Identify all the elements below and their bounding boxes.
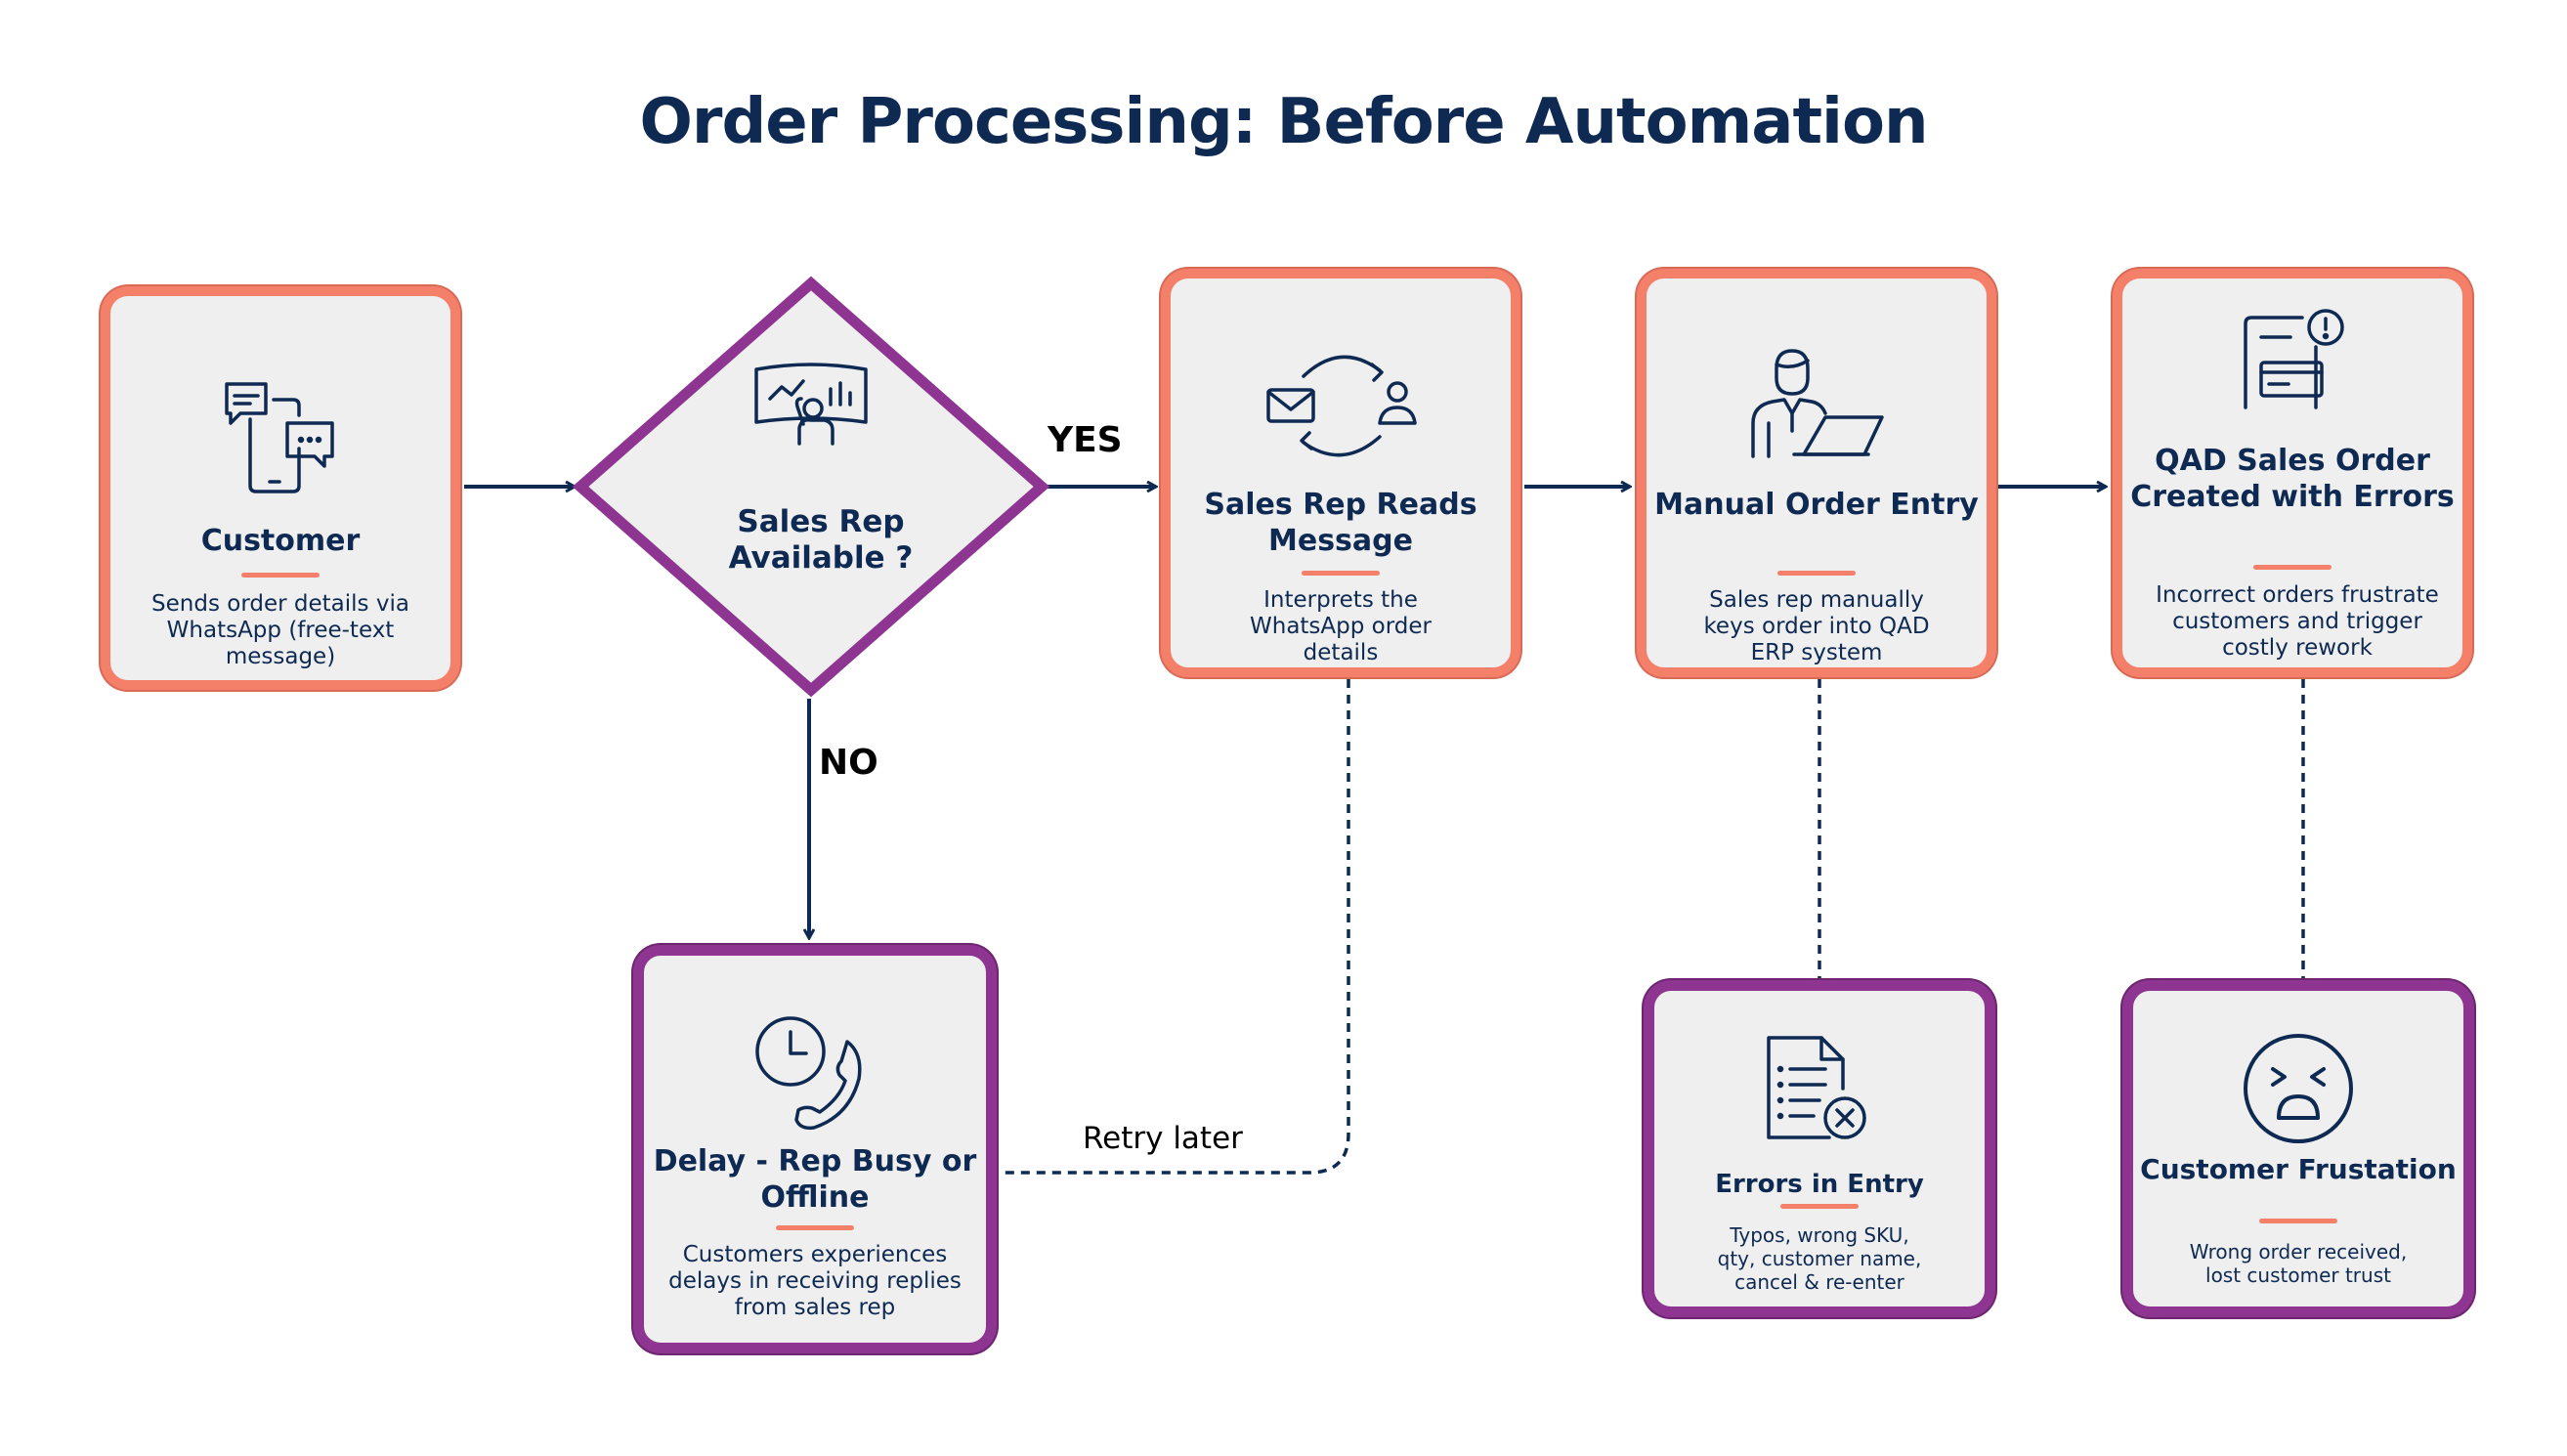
delay-title: Delay - Rep Busy or Offline: [653, 1144, 977, 1215]
chat-phone-icon: [225, 382, 334, 493]
reads-title: Sales Rep Reads Message: [1204, 488, 1477, 558]
angry-face-icon: [2244, 1034, 2353, 1143]
manual-desc: Sales rep manually keys order into QAD E…: [1703, 587, 1930, 665]
reads-desc: Interprets the WhatsApp order details: [1250, 587, 1432, 665]
manual-node: Manual Order Entry Sales rep manually ke…: [1637, 269, 1996, 677]
errors-separator: [1780, 1204, 1859, 1209]
customer-desc: Sends order details via WhatsApp (free-t…: [151, 591, 409, 669]
delay-node: Delay - Rep Busy or Offline Customers ex…: [633, 945, 997, 1353]
customer-title: Customer: [200, 524, 361, 558]
decision-title: Sales Rep Available ?: [728, 504, 914, 576]
qad-desc: Incorrect orders frustrate customers and…: [2156, 582, 2439, 661]
qad-title: QAD Sales Order Created with Errors: [2130, 444, 2455, 514]
qad-node: QAD Sales Order Created with Errors Inco…: [2113, 269, 2472, 677]
qad-separator: [2253, 565, 2332, 570]
frustration-title: Customer Frustation: [2140, 1153, 2457, 1185]
delay-separator: [776, 1225, 854, 1230]
retry-label: Retry later: [1083, 1121, 1243, 1156]
delay-desc: Customers experiences delays in receivin…: [668, 1242, 962, 1320]
customer-node: Customer Sends order details via WhatsAp…: [101, 286, 460, 690]
clock-phone-icon: [755, 1016, 862, 1131]
no-label: NO: [819, 743, 878, 783]
frustration-node: Customer Frustation Wrong order received…: [2122, 980, 2474, 1317]
manual-title: Manual Order Entry: [1654, 488, 1979, 522]
frustration-separator: [2259, 1219, 2337, 1223]
reads-separator: [1302, 571, 1380, 576]
document-alert-icon: [2244, 309, 2344, 409]
dashed-retry-line: [997, 679, 1350, 1175]
decision-diamond: [572, 276, 1050, 698]
customer-separator: [241, 573, 320, 578]
errors-title: Errors in Entry: [1715, 1170, 1924, 1199]
errors-node: Errors in Entry Typos, wrong SKU, qty, c…: [1644, 980, 1995, 1317]
page-title: Order Processing: Before Automation: [639, 86, 1928, 158]
manual-separator: [1777, 571, 1856, 576]
frustration-desc: Wrong order received, lost customer trus…: [2189, 1240, 2408, 1287]
document-error-icon: [1767, 1036, 1866, 1139]
person-laptop-icon: [1751, 349, 1884, 458]
yes-label: YES: [1048, 420, 1123, 460]
reads-node: Sales Rep Reads Message Interprets the W…: [1161, 269, 1520, 677]
email-sync-user-icon: [1266, 355, 1417, 457]
presentation-icon: [754, 363, 868, 446]
errors-desc: Typos, wrong SKU, qty, customer name, ca…: [1717, 1223, 1922, 1294]
